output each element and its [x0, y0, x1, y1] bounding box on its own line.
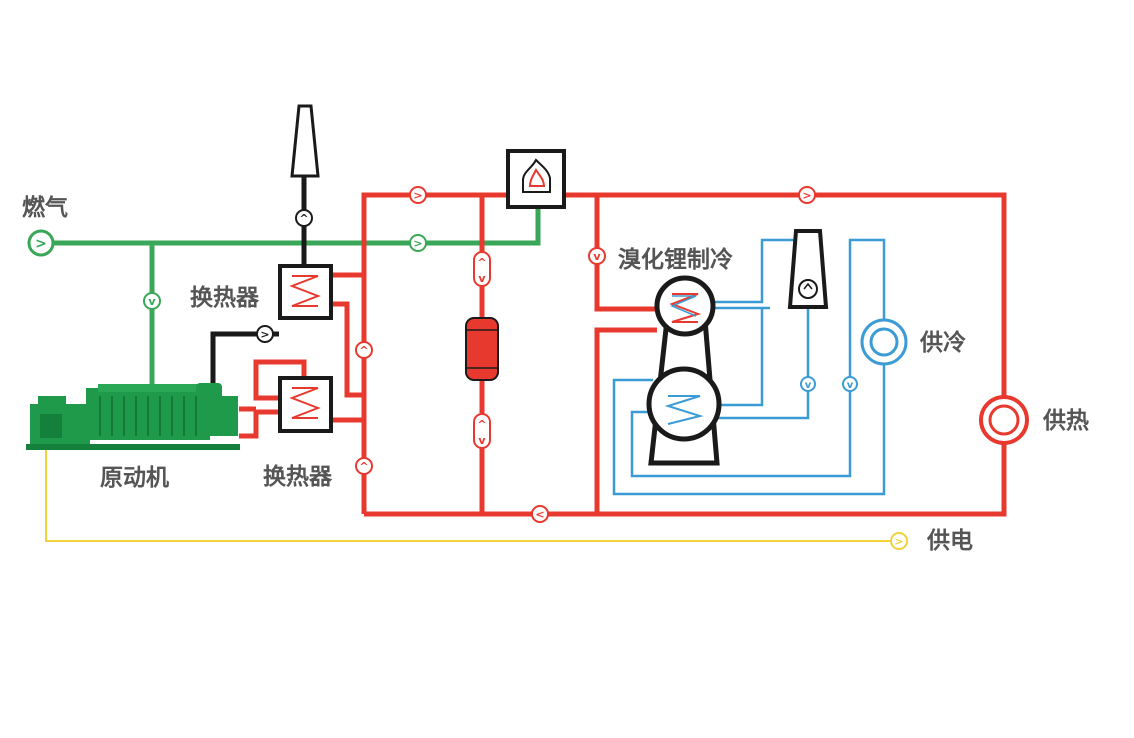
svg-text:^: ^ [359, 460, 368, 473]
power-supply-label: 供电 [927, 528, 973, 554]
cooling-tower-icon [787, 229, 829, 309]
svg-text:>: > [802, 189, 811, 202]
heat-supply-terminal-icon [979, 395, 1029, 445]
arrow-down-icon: v [842, 376, 858, 392]
heat-exchanger-lower-icon [278, 376, 333, 433]
svg-text:v: v [478, 434, 486, 447]
libr-chiller-label: 溴化锂制冷 [618, 247, 733, 273]
prime-mover-label: 原动机 [100, 465, 169, 491]
svg-text:v: v [148, 295, 156, 308]
hot-water-loop [239, 192, 1007, 517]
svg-text:^: ^ [477, 418, 486, 431]
svg-text:>: > [413, 189, 422, 202]
svg-text:^: ^ [359, 344, 368, 357]
exhaust-arrow-up-icon: ^ [295, 209, 313, 227]
libr-chiller-icon [646, 275, 722, 466]
heat-exchanger-upper-icon [278, 264, 333, 320]
cooling-supply-label: 供冷 [920, 330, 966, 356]
exhaust-arrow-right-icon: > [256, 325, 274, 343]
boiler-icon [506, 149, 566, 209]
gas-flow-arrow-icon: > [409, 234, 427, 252]
svg-text:v: v [847, 380, 854, 391]
storage-tank-icon [465, 317, 499, 381]
svg-text:v: v [478, 272, 486, 285]
heat-supply-label: 供热 [1043, 408, 1089, 434]
cooling-supply-terminal-icon [860, 318, 908, 366]
svg-text:v: v [593, 250, 601, 263]
svg-text:<: < [535, 508, 544, 521]
arrow-right-icon: > [409, 186, 427, 204]
double-arrow-icon: ^ v [473, 251, 491, 287]
power-supply-line: > [45, 450, 908, 550]
arrow-down-icon: v [588, 247, 606, 265]
exhaust-line: > ^ [210, 104, 320, 383]
arrow-up-icon: ^ [355, 457, 373, 475]
chilled-water-loop [612, 238, 886, 496]
svg-text:>: > [894, 535, 903, 548]
svg-text:^: ^ [477, 256, 486, 269]
hot-water-arrows: > > v ^ ^ < ^ v ^ v [355, 186, 816, 523]
svg-text:^: ^ [299, 212, 308, 225]
arrow-down-icon: v [800, 376, 816, 392]
gas-line: > > v [27, 205, 541, 388]
gas-down-arrow-icon: v [143, 292, 161, 310]
power-supply-arrow-icon: > [890, 532, 908, 550]
arrow-right-icon: > [798, 186, 816, 204]
chilled-water-arrows: v v [800, 376, 858, 392]
chimney-icon [290, 104, 320, 178]
svg-text:>: > [35, 236, 47, 252]
arrow-left-icon: < [531, 505, 549, 523]
svg-text:>: > [260, 328, 269, 341]
svg-text:>: > [413, 237, 422, 250]
gas-label: 燃气 [22, 195, 68, 221]
svg-text:v: v [805, 380, 812, 391]
heat-exchanger-upper-label: 换热器 [190, 285, 259, 311]
gas-inlet-arrow-icon: > [27, 229, 55, 257]
heat-exchanger-lower-label: 换热器 [263, 464, 332, 490]
prime-mover-icon [26, 383, 240, 450]
double-arrow-icon: ^ v [473, 413, 491, 449]
arrow-up-icon: ^ [355, 341, 373, 359]
